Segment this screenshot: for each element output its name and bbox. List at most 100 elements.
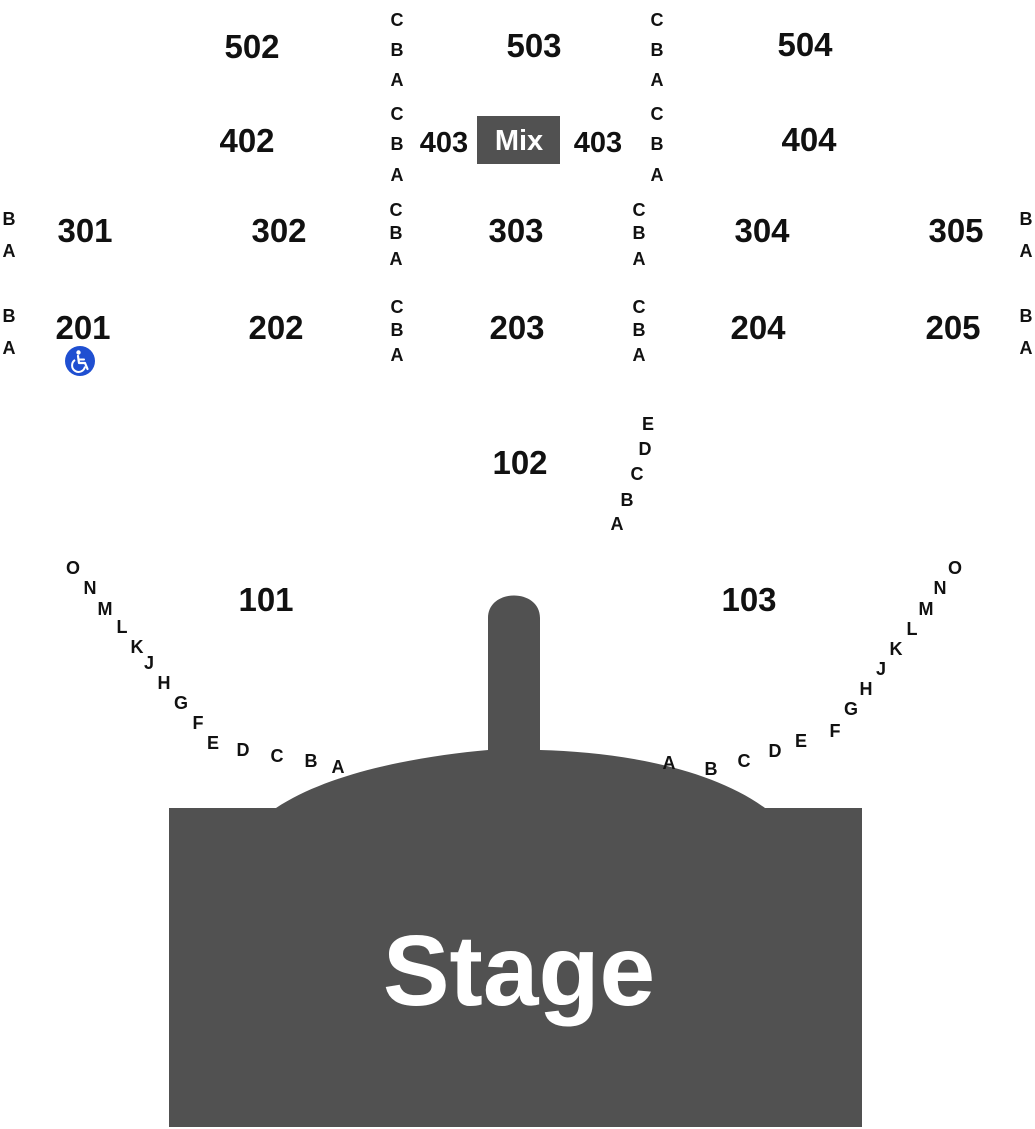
row-label-h: H bbox=[158, 673, 171, 693]
section-205[interactable]: 205 bbox=[925, 309, 980, 346]
row-label-b: B bbox=[633, 320, 646, 340]
section-labels: 502 503 504 402 403 403 404 301 302 303 … bbox=[55, 26, 983, 618]
row-label-k: K bbox=[131, 637, 144, 657]
row-label-b: B bbox=[1020, 306, 1033, 326]
row-letters: CBACBACBACBACBACBACBACBABABABABAEDCBAONM… bbox=[3, 10, 1033, 779]
row-label-l: L bbox=[117, 617, 128, 637]
row-label-c: C bbox=[738, 751, 751, 771]
row-label-m: M bbox=[919, 599, 934, 619]
row-label-j: J bbox=[876, 659, 886, 679]
section-504[interactable]: 504 bbox=[777, 26, 833, 63]
row-label-b: B bbox=[391, 40, 404, 60]
row-label-o: O bbox=[948, 558, 962, 578]
row-label-a: A bbox=[3, 241, 16, 261]
section-301[interactable]: 301 bbox=[57, 212, 112, 249]
wheelchair-icon-head bbox=[76, 350, 81, 355]
row-label-d: D bbox=[639, 439, 652, 459]
section-201[interactable]: 201 bbox=[55, 309, 110, 346]
section-303[interactable]: 303 bbox=[488, 212, 543, 249]
row-label-g: G bbox=[174, 693, 188, 713]
section-502[interactable]: 502 bbox=[224, 28, 279, 65]
section-404[interactable]: 404 bbox=[781, 121, 837, 158]
row-label-c: C bbox=[391, 297, 404, 317]
row-label-k: K bbox=[890, 639, 903, 659]
row-label-a: A bbox=[651, 70, 664, 90]
row-label-c: C bbox=[631, 464, 644, 484]
row-label-n: N bbox=[934, 578, 947, 598]
row-group-500-right-aisle: CBA bbox=[651, 10, 664, 90]
section-202[interactable]: 202 bbox=[248, 309, 303, 346]
mix-label: Mix bbox=[495, 125, 543, 157]
section-403-left[interactable]: 403 bbox=[420, 127, 468, 159]
row-label-b: B bbox=[621, 490, 634, 510]
stage-label: Stage bbox=[383, 915, 655, 1027]
row-label-d: D bbox=[237, 740, 250, 760]
row-label-f: F bbox=[193, 713, 204, 733]
row-label-j: J bbox=[144, 653, 154, 673]
section-503[interactable]: 503 bbox=[506, 27, 561, 64]
row-label-b: B bbox=[651, 134, 664, 154]
row-label-h: H bbox=[860, 679, 873, 699]
stage: Stage bbox=[169, 595, 862, 1127]
row-group-300-left-aisle: CBA bbox=[390, 200, 403, 269]
row-label-c: C bbox=[391, 104, 404, 124]
row-label-c: C bbox=[633, 297, 646, 317]
section-402[interactable]: 402 bbox=[219, 122, 274, 159]
row-label-e: E bbox=[795, 731, 807, 751]
row-label-l: L bbox=[907, 619, 918, 639]
row-label-a: A bbox=[1020, 338, 1033, 358]
row-label-a: A bbox=[391, 70, 404, 90]
row-label-c: C bbox=[633, 200, 646, 220]
row-group-201-left-edge: BA bbox=[3, 306, 16, 358]
wheelchair-icon-wheel bbox=[71, 359, 86, 373]
row-label-a: A bbox=[3, 338, 16, 358]
section-302[interactable]: 302 bbox=[251, 212, 306, 249]
row-label-f: F bbox=[830, 721, 841, 741]
row-label-g: G bbox=[844, 699, 858, 719]
row-label-a: A bbox=[633, 249, 646, 269]
row-group-200-right-aisle: CBA bbox=[633, 297, 646, 365]
row-group-300-right-aisle: CBA bbox=[633, 200, 646, 269]
row-group-205-right-edge: BA bbox=[1020, 306, 1033, 358]
row-label-b: B bbox=[3, 306, 16, 326]
row-label-a: A bbox=[1020, 241, 1033, 261]
row-group-400-left-aisle: CBA bbox=[391, 104, 404, 185]
row-label-a: A bbox=[611, 514, 624, 534]
stage-shape bbox=[169, 595, 862, 1127]
row-label-a: A bbox=[633, 345, 646, 365]
row-group-400-right-aisle: CBA bbox=[651, 104, 664, 185]
row-label-c: C bbox=[271, 746, 284, 766]
row-label-b: B bbox=[390, 223, 403, 243]
row-group-305-right-edge: BA bbox=[1020, 209, 1033, 261]
row-label-a: A bbox=[391, 165, 404, 185]
section-403-right[interactable]: 403 bbox=[574, 127, 622, 159]
row-label-e: E bbox=[207, 733, 219, 753]
section-102[interactable]: 102 bbox=[492, 444, 547, 481]
row-label-b: B bbox=[3, 209, 16, 229]
row-label-e: E bbox=[642, 414, 654, 434]
row-label-b: B bbox=[651, 40, 664, 60]
row-label-b: B bbox=[633, 223, 646, 243]
row-label-b: B bbox=[1020, 209, 1033, 229]
row-label-m: M bbox=[98, 599, 113, 619]
section-204[interactable]: 204 bbox=[730, 309, 786, 346]
wheelchair-icon bbox=[65, 346, 95, 376]
section-304[interactable]: 304 bbox=[734, 212, 790, 249]
row-group-200-left-aisle: CBA bbox=[391, 297, 404, 365]
row-label-b: B bbox=[391, 320, 404, 340]
row-label-b: B bbox=[305, 751, 318, 771]
row-label-o: O bbox=[66, 558, 80, 578]
mix-booth: Mix bbox=[477, 116, 560, 164]
section-103[interactable]: 103 bbox=[721, 581, 776, 618]
section-101[interactable]: 101 bbox=[238, 581, 293, 618]
section-203[interactable]: 203 bbox=[489, 309, 544, 346]
row-label-n: N bbox=[84, 578, 97, 598]
row-label-a: A bbox=[391, 345, 404, 365]
section-305[interactable]: 305 bbox=[928, 212, 983, 249]
row-group-301-left-edge: BA bbox=[3, 209, 16, 261]
row-label-a: A bbox=[332, 757, 345, 777]
